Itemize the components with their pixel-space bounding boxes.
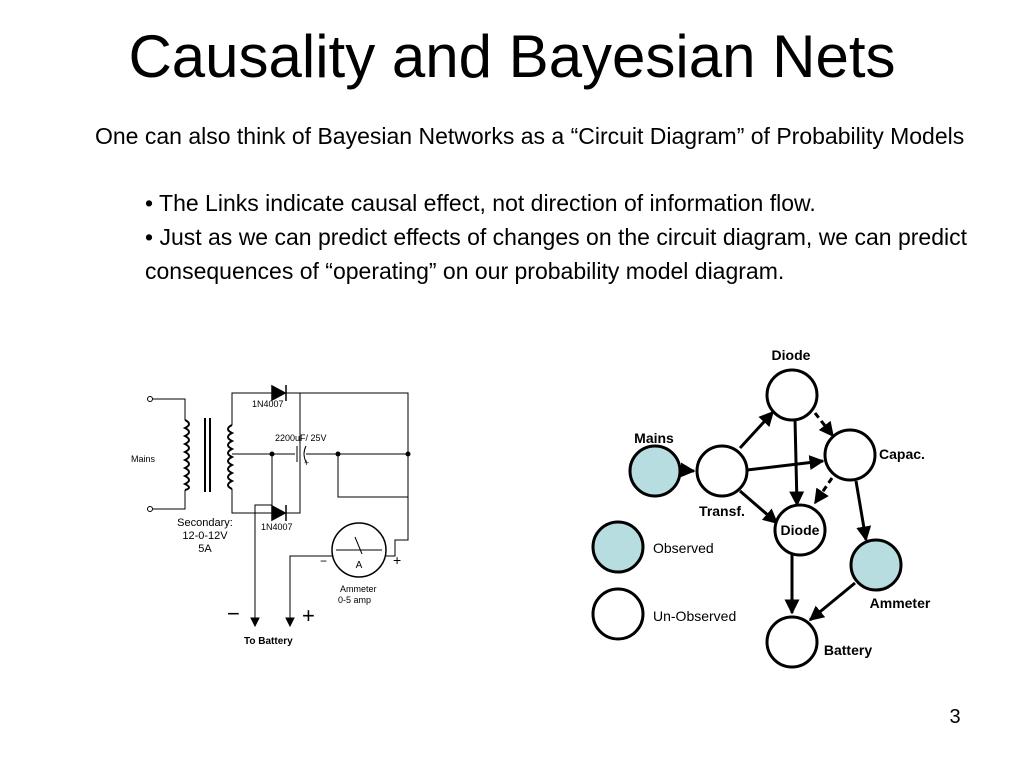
circuit-label-secondary: Secondary: [177, 517, 233, 529]
ammeter-symbol: A [356, 560, 363, 571]
bullet-list: • The Links indicate causal effect, not … [145, 186, 1005, 288]
node-label-battery: Battery [824, 642, 872, 658]
primary-wire-bottom [152, 490, 186, 510]
diode-return-wire [286, 393, 301, 514]
junction-dot [335, 451, 341, 457]
diode-top-symbol [271, 384, 287, 402]
arrow-down-icon [285, 617, 295, 628]
node-transf [695, 444, 749, 498]
circuit-label-diode-bottom: 1N4007 [261, 522, 293, 532]
ammeter-plus: + [393, 552, 401, 568]
edge-transf-diode-mid [739, 489, 779, 525]
output-wire [286, 392, 409, 557]
primary-coil [182, 419, 190, 491]
intro-text: One can also think of Bayesian Networks … [95, 123, 965, 149]
junction-dot [269, 451, 275, 457]
circuit-label-secondary: 12-0-12V [182, 530, 228, 542]
node-label-diode-top: Diode [772, 347, 811, 363]
node-diode-top [765, 368, 819, 422]
center-tap-wire [254, 454, 273, 620]
node-diode-mid [773, 503, 827, 557]
primary-wire-top [152, 398, 186, 420]
ammeter-needle [354, 536, 363, 555]
arrow-down-icon [250, 617, 260, 628]
node-label-capac: Capac. [879, 446, 925, 462]
ammeter-to-battery-wire [289, 555, 333, 620]
node-ammeter [849, 538, 903, 592]
circuit-label-to-battery: To Battery [244, 636, 293, 647]
edge-transf-diode-top [738, 410, 775, 450]
edge-capac-diode-mid [813, 477, 834, 505]
edge-diode-top-capac [813, 412, 835, 438]
node-capac [823, 428, 877, 482]
node-label-ammeter: Ammeter [870, 595, 931, 611]
circuit-label-cap-plus: + [304, 458, 309, 468]
edge-ammeter-battery [808, 581, 856, 622]
edge-diode-top-diode-mid [789, 418, 805, 507]
page-number: 3 [949, 706, 961, 728]
node-label-diode-mid: Diode [781, 522, 820, 538]
junction-dot [405, 451, 411, 457]
edge-mains-transf [679, 462, 696, 478]
slide-title: Causality and Bayesian Nets [128, 23, 896, 90]
diode-bottom-symbol [271, 504, 287, 522]
node-label-transf: Transf. [699, 503, 745, 519]
ammeter-dial [331, 522, 387, 578]
bullet-item: • Just as we can predict effects of chan… [145, 224, 967, 284]
ammeter-minus: − [320, 554, 327, 568]
secondary-wire-top [231, 392, 272, 425]
battery-plus: + [302, 603, 315, 628]
legend-observed-swatch [591, 520, 645, 574]
legend-unobserved-swatch [591, 587, 645, 641]
edge-capac-ammeter [854, 480, 872, 542]
node-battery [765, 615, 819, 669]
secondary-coil [227, 424, 235, 490]
circuit-label-mains: Mains [131, 454, 156, 464]
battery-minus: − [227, 601, 240, 626]
legend-label-unobserved: Un-Observed [653, 608, 736, 624]
legend-label-observed: Observed [653, 540, 714, 556]
node-mains [628, 444, 682, 498]
node-label-mains: Mains [634, 430, 674, 446]
circuit-label-diode-top: 1N4007 [252, 399, 284, 409]
secondary-wire-bottom [231, 489, 272, 514]
circuit-label-ammeter-range: 0-5 amp [338, 595, 371, 605]
circuit-label-capacitor: 2200uF/ 25V [275, 433, 327, 443]
bullet-item: • The Links indicate causal effect, not … [145, 190, 816, 216]
ammeter-feed-wire [337, 454, 408, 498]
edge-transf-capac [746, 455, 825, 472]
circuit-label-secondary: 5A [198, 543, 212, 555]
circuit-label-ammeter: Ammeter [340, 584, 377, 594]
capacitor-plate [303, 445, 307, 463]
